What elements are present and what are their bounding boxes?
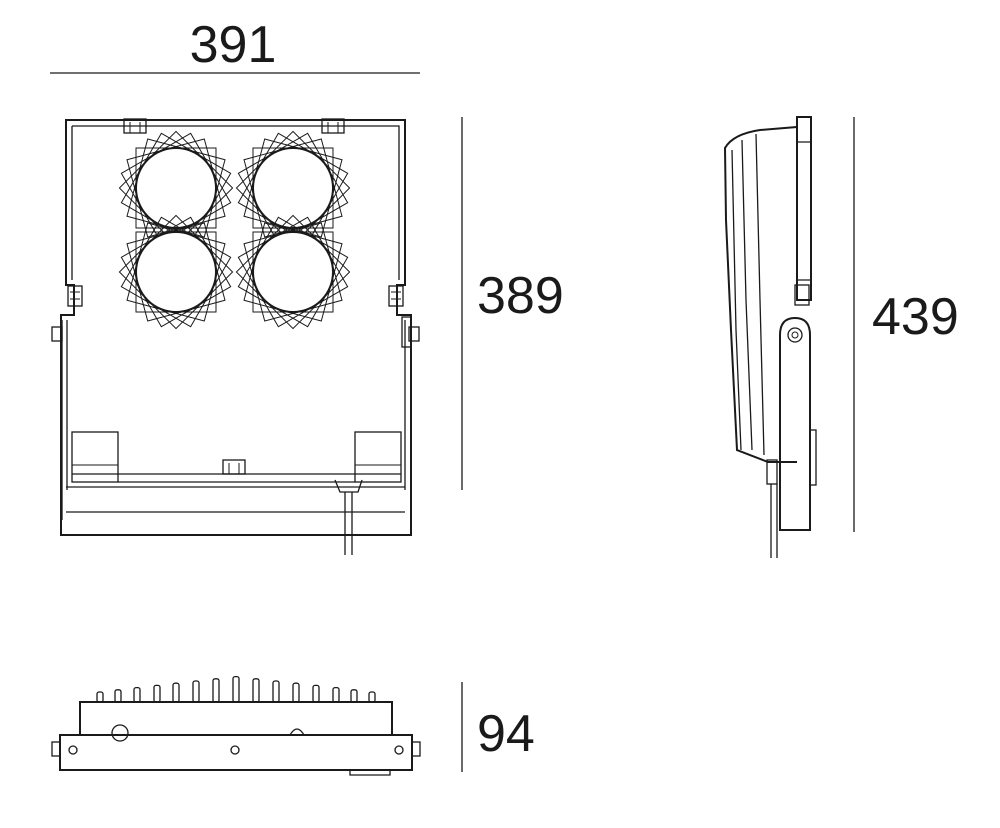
- heat-sink-fin: [96, 691, 104, 703]
- led-lens: [235, 130, 351, 246]
- front-height-dimension: 389: [461, 117, 564, 490]
- front-frame: [60, 119, 412, 536]
- depth-dimension: 94: [461, 682, 535, 772]
- side-view: [723, 116, 817, 558]
- side-housing-outline: [723, 126, 798, 463]
- side-arm-tab: [809, 429, 817, 486]
- width-label: 391: [190, 16, 277, 74]
- side-bracket-right: [388, 285, 420, 490]
- depth-label: 94: [477, 705, 535, 763]
- bottom-tab-left: [51, 741, 61, 757]
- heat-sink-fin: [114, 689, 122, 703]
- side-bracket-left: [51, 285, 83, 520]
- bottom-hole-left: [68, 745, 78, 755]
- heat-sink-fin: [252, 678, 260, 703]
- side-bracket-clip: [794, 284, 810, 306]
- bottom-hole-center: [230, 745, 240, 755]
- driver-box-left: [71, 431, 119, 483]
- heat-sink-fin: [232, 675, 240, 703]
- heat-sink-fin: [368, 691, 376, 703]
- led-lens: [235, 214, 351, 330]
- heat-sink-fin: [332, 686, 340, 703]
- bottom-gland: [111, 724, 129, 742]
- bottom-clip: [222, 459, 246, 475]
- bottom-hole-right: [394, 745, 404, 755]
- bottom-valve: [289, 728, 305, 736]
- front-view: [51, 118, 420, 555]
- bottom-foot: [349, 770, 391, 776]
- top-clip-right: [321, 118, 345, 134]
- side-height-dimension: 439: [853, 117, 959, 532]
- side-height-label: 439: [872, 288, 959, 346]
- front-inner-frame: [71, 125, 400, 280]
- heat-sink-fin: [212, 678, 220, 703]
- heat-sink-fin: [133, 686, 141, 703]
- bottom-housing-plate: [59, 734, 413, 771]
- side-mount-arm: [779, 316, 811, 531]
- side-fins: [731, 133, 765, 456]
- side-plate-lines: [797, 141, 811, 281]
- led-lens: [118, 130, 234, 246]
- heat-sink-fin: [153, 684, 161, 703]
- bottom-tab-right: [411, 741, 421, 757]
- heat-sink-fins: [96, 675, 376, 703]
- side-mount-plate: [796, 116, 812, 301]
- side-gland: [766, 459, 778, 485]
- pivot-bolt: [787, 327, 803, 343]
- heat-sink-fin: [172, 682, 180, 703]
- top-clip-left: [123, 118, 147, 134]
- heat-sink-fin: [192, 680, 200, 703]
- led-lens-group: [118, 130, 351, 330]
- front-lower-housing: [66, 473, 405, 513]
- heat-sink-fin: [292, 682, 300, 703]
- cable-gland: [334, 479, 363, 493]
- heat-sink-fin: [312, 684, 320, 703]
- heat-sink-fin: [350, 689, 358, 703]
- led-lens: [118, 214, 234, 330]
- width-dimension: 391: [50, 16, 420, 74]
- bottom-view: [51, 675, 421, 776]
- front-height-label: 389: [477, 267, 564, 325]
- heat-sink-fin: [272, 680, 280, 703]
- driver-box-right: [354, 431, 402, 483]
